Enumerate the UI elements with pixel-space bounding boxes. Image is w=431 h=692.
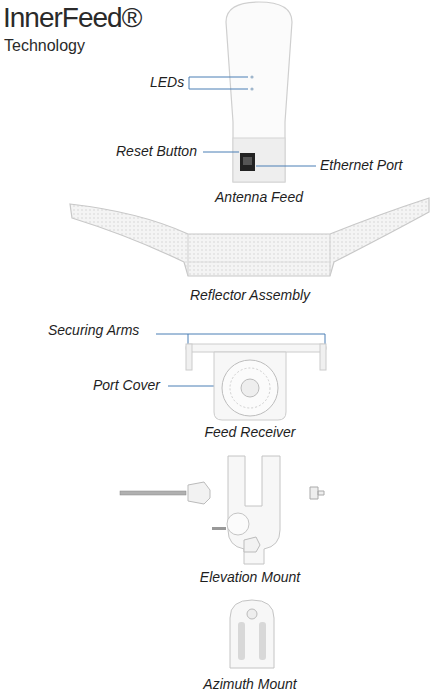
- part-label: Securing Arms: [48, 322, 139, 338]
- led: [250, 87, 253, 90]
- part-label: Ethernet Port: [320, 157, 403, 173]
- ethernet-port: [240, 153, 255, 171]
- port-cover: [222, 360, 278, 416]
- led: [250, 75, 253, 78]
- elevation-mount: [120, 456, 324, 564]
- antenna-feed: [226, 2, 292, 182]
- assembly-caption: Antenna Feed: [215, 189, 303, 205]
- reflector-assembly: [70, 198, 429, 276]
- assembly-caption: Azimuth Mount: [203, 676, 296, 692]
- part-label: LEDs: [150, 74, 184, 90]
- azimuth-mount: [230, 600, 274, 668]
- logo-subtitle: Technology: [4, 37, 85, 55]
- assembly-caption: Reflector Assembly: [190, 287, 310, 303]
- feed-receiver: [186, 344, 326, 420]
- logo-text: InnerFeed®: [3, 2, 141, 34]
- bolt: [120, 491, 186, 495]
- knob: [188, 482, 210, 504]
- part-label: Port Cover: [93, 377, 160, 393]
- assembly-caption: Elevation Mount: [200, 569, 300, 585]
- part-label: Reset Button: [116, 143, 197, 159]
- assembly-caption: Feed Receiver: [204, 424, 295, 440]
